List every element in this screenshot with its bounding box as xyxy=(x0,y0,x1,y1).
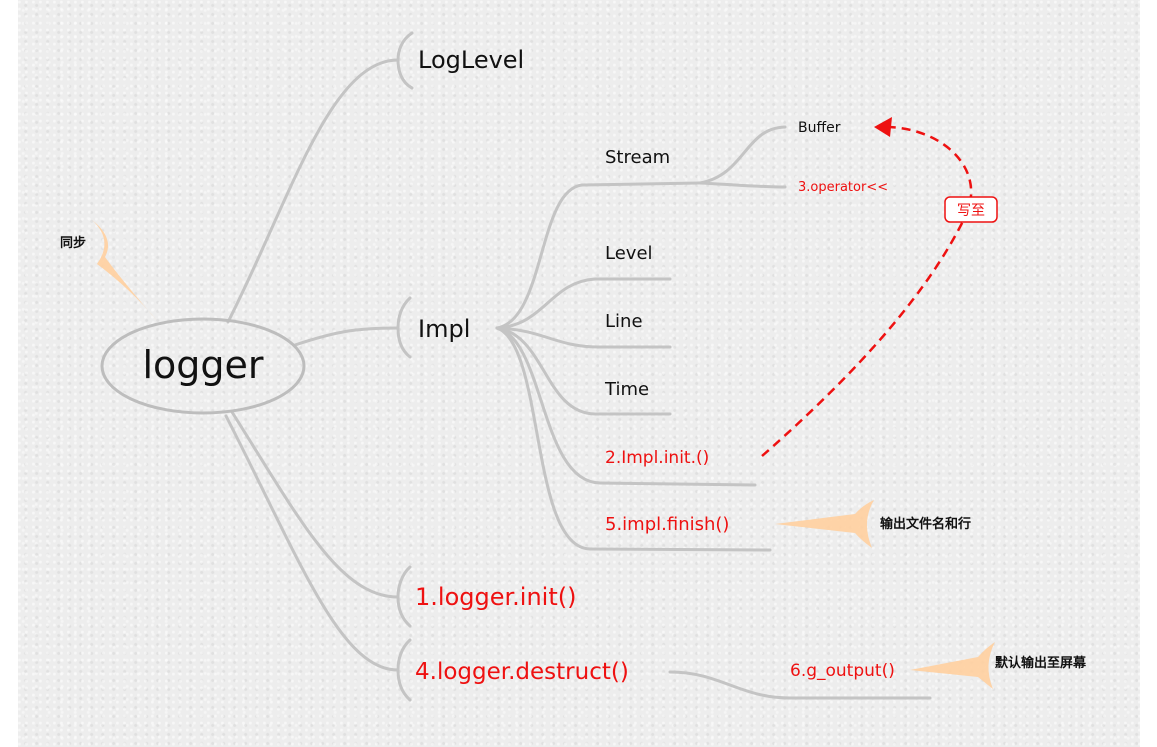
relationship-label-box xyxy=(944,196,998,223)
output-note-callout xyxy=(910,642,995,689)
central-topic-ellipse xyxy=(100,317,306,415)
bracket-loglevel xyxy=(396,31,414,90)
branch-line-impl xyxy=(293,326,400,347)
bracket-logger-destruct xyxy=(396,638,412,702)
central-topic-logger[interactable]: logger xyxy=(100,317,306,415)
subtopic-buffer[interactable]: Buffer xyxy=(798,120,841,136)
branch-line-impl-init xyxy=(495,326,757,487)
relationship-dashed-line xyxy=(761,125,973,457)
branch-line-line xyxy=(495,326,672,349)
bracket-impl xyxy=(396,296,412,359)
central-topic-label: logger xyxy=(142,343,263,387)
sync-note-callout xyxy=(92,220,158,322)
topic-logger-destruct[interactable]: 4.logger.destruct() xyxy=(415,659,629,685)
subtopic-line[interactable]: Line xyxy=(605,311,643,332)
subtopic-impl-init[interactable]: 2.Impl.init.() xyxy=(605,448,709,468)
branch-line-logger-destruct xyxy=(224,414,400,672)
subtopic-level[interactable]: Level xyxy=(605,243,653,264)
subtopic-operator[interactable]: 3.operator<< xyxy=(798,180,888,195)
output-note: 默认输出至屏幕 xyxy=(995,655,1087,671)
relationship-label: 写至 xyxy=(957,203,985,219)
subtopic-g-output[interactable]: 6.g_output() xyxy=(790,661,895,681)
branch-line-stream xyxy=(495,181,702,330)
bracket-logger-init xyxy=(396,565,412,628)
finish-note-callout xyxy=(775,500,874,548)
paper-background xyxy=(18,0,1140,747)
sync-note: 同步 xyxy=(60,235,86,251)
branch-line-logger-init xyxy=(230,410,400,599)
topic-impl[interactable]: Impl xyxy=(418,315,470,343)
subtopic-time[interactable]: Time xyxy=(604,379,649,400)
topic-logger-init[interactable]: 1.logger.init() xyxy=(415,583,576,611)
branch-line-operator xyxy=(698,181,787,189)
branch-line-impl-finish xyxy=(495,326,772,552)
branch-line-time xyxy=(495,326,672,416)
branch-line-loglevel xyxy=(226,58,400,324)
branch-line-level xyxy=(495,277,672,330)
arrowhead-icon xyxy=(874,117,892,137)
branch-line-g-output xyxy=(668,670,932,700)
subtopic-stream[interactable]: Stream xyxy=(605,147,670,168)
relationship-write-to[interactable]: 写至 xyxy=(761,117,998,457)
subtopic-impl-finish[interactable]: 5.impl.finish() xyxy=(605,514,729,535)
topic-loglevel[interactable]: LogLevel xyxy=(418,46,524,74)
finish-note: 输出文件名和行 xyxy=(880,516,971,532)
branch-line-buffer xyxy=(698,125,787,185)
